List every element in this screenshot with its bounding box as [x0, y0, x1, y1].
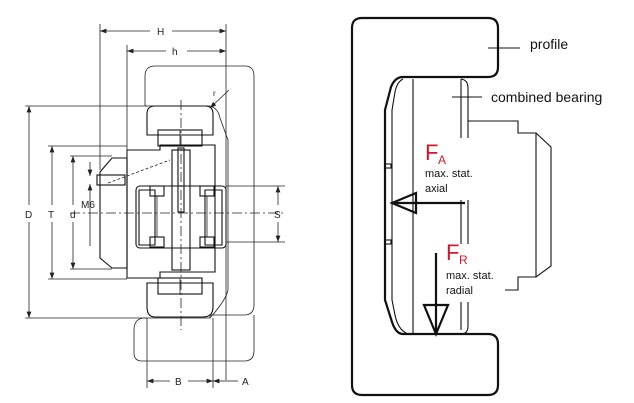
svg-text:max. stat.: max. stat.	[446, 270, 494, 282]
dim-label-d: d	[70, 210, 76, 221]
svg-text:max. stat.: max. stat.	[425, 168, 473, 180]
svg-text:F: F	[446, 240, 459, 265]
mounting-stub	[99, 157, 128, 269]
dim-label-B: B	[175, 377, 182, 388]
svg-text:radial: radial	[446, 285, 473, 297]
axial-roller-right-top	[199, 185, 215, 197]
axial-force-label: F A max. stat. axial	[425, 140, 473, 195]
radial-force-arrow	[422, 253, 450, 337]
dim-label-M6: M6	[81, 200, 95, 211]
profile-label: profile	[530, 36, 568, 52]
dim-label-r: r	[213, 89, 216, 98]
left-technical-drawing: H h r D T d M6	[25, 24, 285, 388]
dim-label-S: S	[274, 210, 281, 221]
right-schematic: profile combined bearing F A max. stat. …	[350, 16, 602, 397]
dim-label-D: D	[25, 210, 32, 221]
svg-text:A: A	[438, 153, 446, 167]
profile-shape	[350, 16, 500, 397]
svg-text:R: R	[459, 253, 468, 267]
axial-roller-left-top	[149, 185, 165, 197]
bearing-shaft	[468, 120, 552, 291]
dim-label-h: h	[172, 47, 178, 58]
svg-text:F: F	[425, 140, 438, 165]
dim-label-T: T	[48, 210, 54, 221]
outer-ring-bottom	[146, 282, 214, 318]
svg-text:axial: axial	[425, 183, 448, 195]
outer-ring-top	[146, 105, 214, 136]
combined-bearing-label: combined bearing	[491, 89, 602, 105]
radial-force-label: F R max. stat. radial	[446, 240, 494, 297]
axial-force-arrow	[389, 191, 465, 215]
dim-label-A: A	[242, 377, 249, 388]
shaft-body	[126, 144, 216, 279]
dim-label-H: H	[157, 27, 164, 38]
